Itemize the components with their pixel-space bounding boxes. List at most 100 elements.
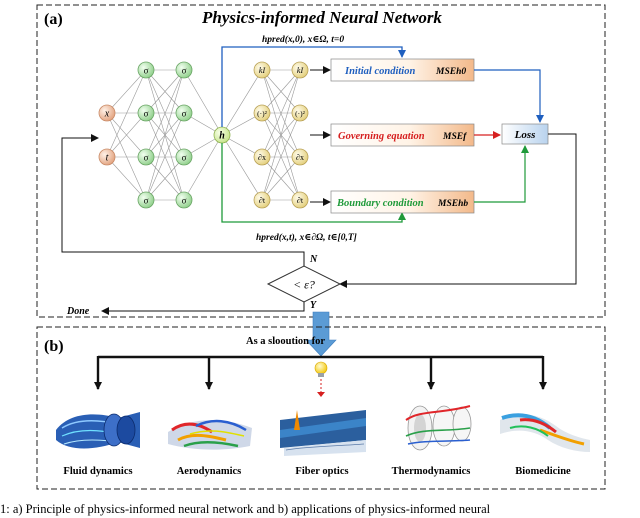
governing-equation-label: Governing equation (338, 131, 425, 142)
svg-text:σ: σ (182, 196, 187, 206)
network-connection (145, 69, 185, 158)
application-label: Aerodynamics (177, 466, 242, 477)
network-connections (106, 69, 301, 201)
hidden-node: σ (137, 148, 155, 166)
network-connection (261, 69, 301, 114)
hidden-node: σ (175, 191, 193, 209)
network-connection (261, 69, 301, 201)
svg-text:σ: σ (144, 109, 149, 119)
panel-a-frame (36, 4, 606, 318)
operator-node: (·)² (291, 104, 309, 122)
hidden-node: σ (175, 148, 193, 166)
initial-condition-box: Initial condition MSEh0 (330, 58, 475, 82)
lightbulb-icon (314, 361, 328, 397)
hidden-node: σ (137, 191, 155, 209)
branch-no-label: N (309, 254, 318, 265)
network-connection (261, 156, 301, 201)
application-label: Fluid dynamics (63, 466, 132, 477)
transition-arrow (305, 311, 337, 357)
svg-text:∂x: ∂x (258, 153, 266, 162)
network-connection (106, 156, 147, 201)
network-connection (106, 112, 147, 158)
hidden-node: σ (137, 61, 155, 79)
network-connection (261, 112, 301, 201)
network-connection (221, 134, 263, 201)
network-connection (106, 69, 147, 114)
boundary-condition-box: Boundary condition MSEhb (330, 190, 475, 214)
panel-b-subtitle: As a slooution for (246, 336, 325, 347)
application-label: Biomedicine (515, 466, 571, 477)
svg-text:(·)²: (·)² (295, 109, 305, 118)
initial-to-loss-arrow (474, 69, 544, 123)
governing-equation-mse: MSEf (442, 132, 467, 142)
aerodynamics-image (164, 406, 256, 456)
network-connection (183, 69, 223, 136)
network-connection (221, 69, 263, 136)
hidden-layer-2: σ σ σ σ (175, 61, 193, 209)
output-node-h: h (213, 126, 231, 144)
panel-b-label: (b) (44, 338, 64, 355)
input-node-t: t (98, 148, 116, 166)
svg-text:∂t: ∂t (259, 196, 266, 205)
fluid-dynamics-image (52, 406, 142, 456)
feedback-loop-arrow (61, 134, 305, 266)
governing-equation-box: Governing equation MSEf (330, 123, 475, 147)
boundary-condition-label: Boundary condition (336, 198, 424, 209)
operator-node: (·)² (253, 104, 271, 122)
panel-a-label: (a) (44, 11, 63, 28)
hidden-node: σ (175, 104, 193, 122)
operator-layer-2: kI (·)² ∂x ∂t (291, 61, 309, 209)
network-connection (145, 112, 185, 201)
hidden-node: σ (137, 104, 155, 122)
output-h-label: h (219, 131, 225, 142)
svg-text:∂x: ∂x (296, 153, 304, 162)
operator-node: kI (253, 61, 271, 79)
boundary-condition-link (221, 143, 406, 223)
operator-layer-1: kI (·)² ∂x ∂t (253, 61, 271, 209)
thermodynamics-image (386, 398, 476, 458)
network-connection (261, 69, 301, 158)
operator-node: ∂t (291, 191, 309, 209)
loss-to-decision-arrow (339, 133, 577, 288)
network-connection (106, 69, 147, 158)
panel-b-frame (36, 326, 606, 490)
initial-condition-link (221, 46, 406, 127)
svg-text:σ: σ (144, 196, 149, 206)
panel-a-title: Physics-informed Neural Network (201, 8, 442, 27)
svg-text:σ: σ (144, 153, 149, 163)
decision-diamond: < ε? (266, 265, 342, 303)
initial-condition-label: Initial condition (344, 66, 415, 77)
figure-caption: 1: a) Principle of physics-informed neur… (0, 502, 491, 516)
input-x-label: x (104, 109, 110, 120)
svg-text:σ: σ (182, 109, 187, 119)
svg-text:kI: kI (259, 66, 266, 75)
decision-label: < ε? (293, 278, 315, 292)
loss-box: Loss (501, 123, 549, 145)
svg-text:(·)²: (·)² (257, 109, 267, 118)
application-label: Thermodynamics (392, 466, 471, 477)
fiber-optics-image (276, 406, 370, 456)
operator-node: ∂x (253, 148, 271, 166)
done-arrow (101, 302, 305, 315)
initial-condition-mse: MSEh0 (435, 67, 466, 77)
operator-node: kI (291, 61, 309, 79)
network-connection (145, 69, 185, 201)
boundary-to-loss-arrow (474, 145, 529, 203)
operator-node: ∂t (253, 191, 271, 209)
top-formula: hpred(x,0), x∈Ω, t=0 (262, 34, 344, 45)
hidden-node: σ (175, 61, 193, 79)
hidden-layer-1: σ σ σ σ (137, 61, 155, 209)
application-label: Fiber optics (295, 466, 348, 477)
operator-node: ∂x (291, 148, 309, 166)
branch-yes-label: Y (310, 300, 317, 311)
loss-label: Loss (514, 129, 536, 141)
application-tree (94, 355, 547, 390)
network-connection (106, 112, 147, 201)
biomedicine-image (498, 404, 590, 458)
boundary-condition-mse: MSEhb (437, 199, 468, 209)
svg-text:σ: σ (144, 66, 149, 76)
input-t-label: t (106, 153, 109, 164)
network-connection (183, 134, 223, 201)
network-connection (145, 156, 185, 201)
svg-text:kI: kI (297, 66, 304, 75)
